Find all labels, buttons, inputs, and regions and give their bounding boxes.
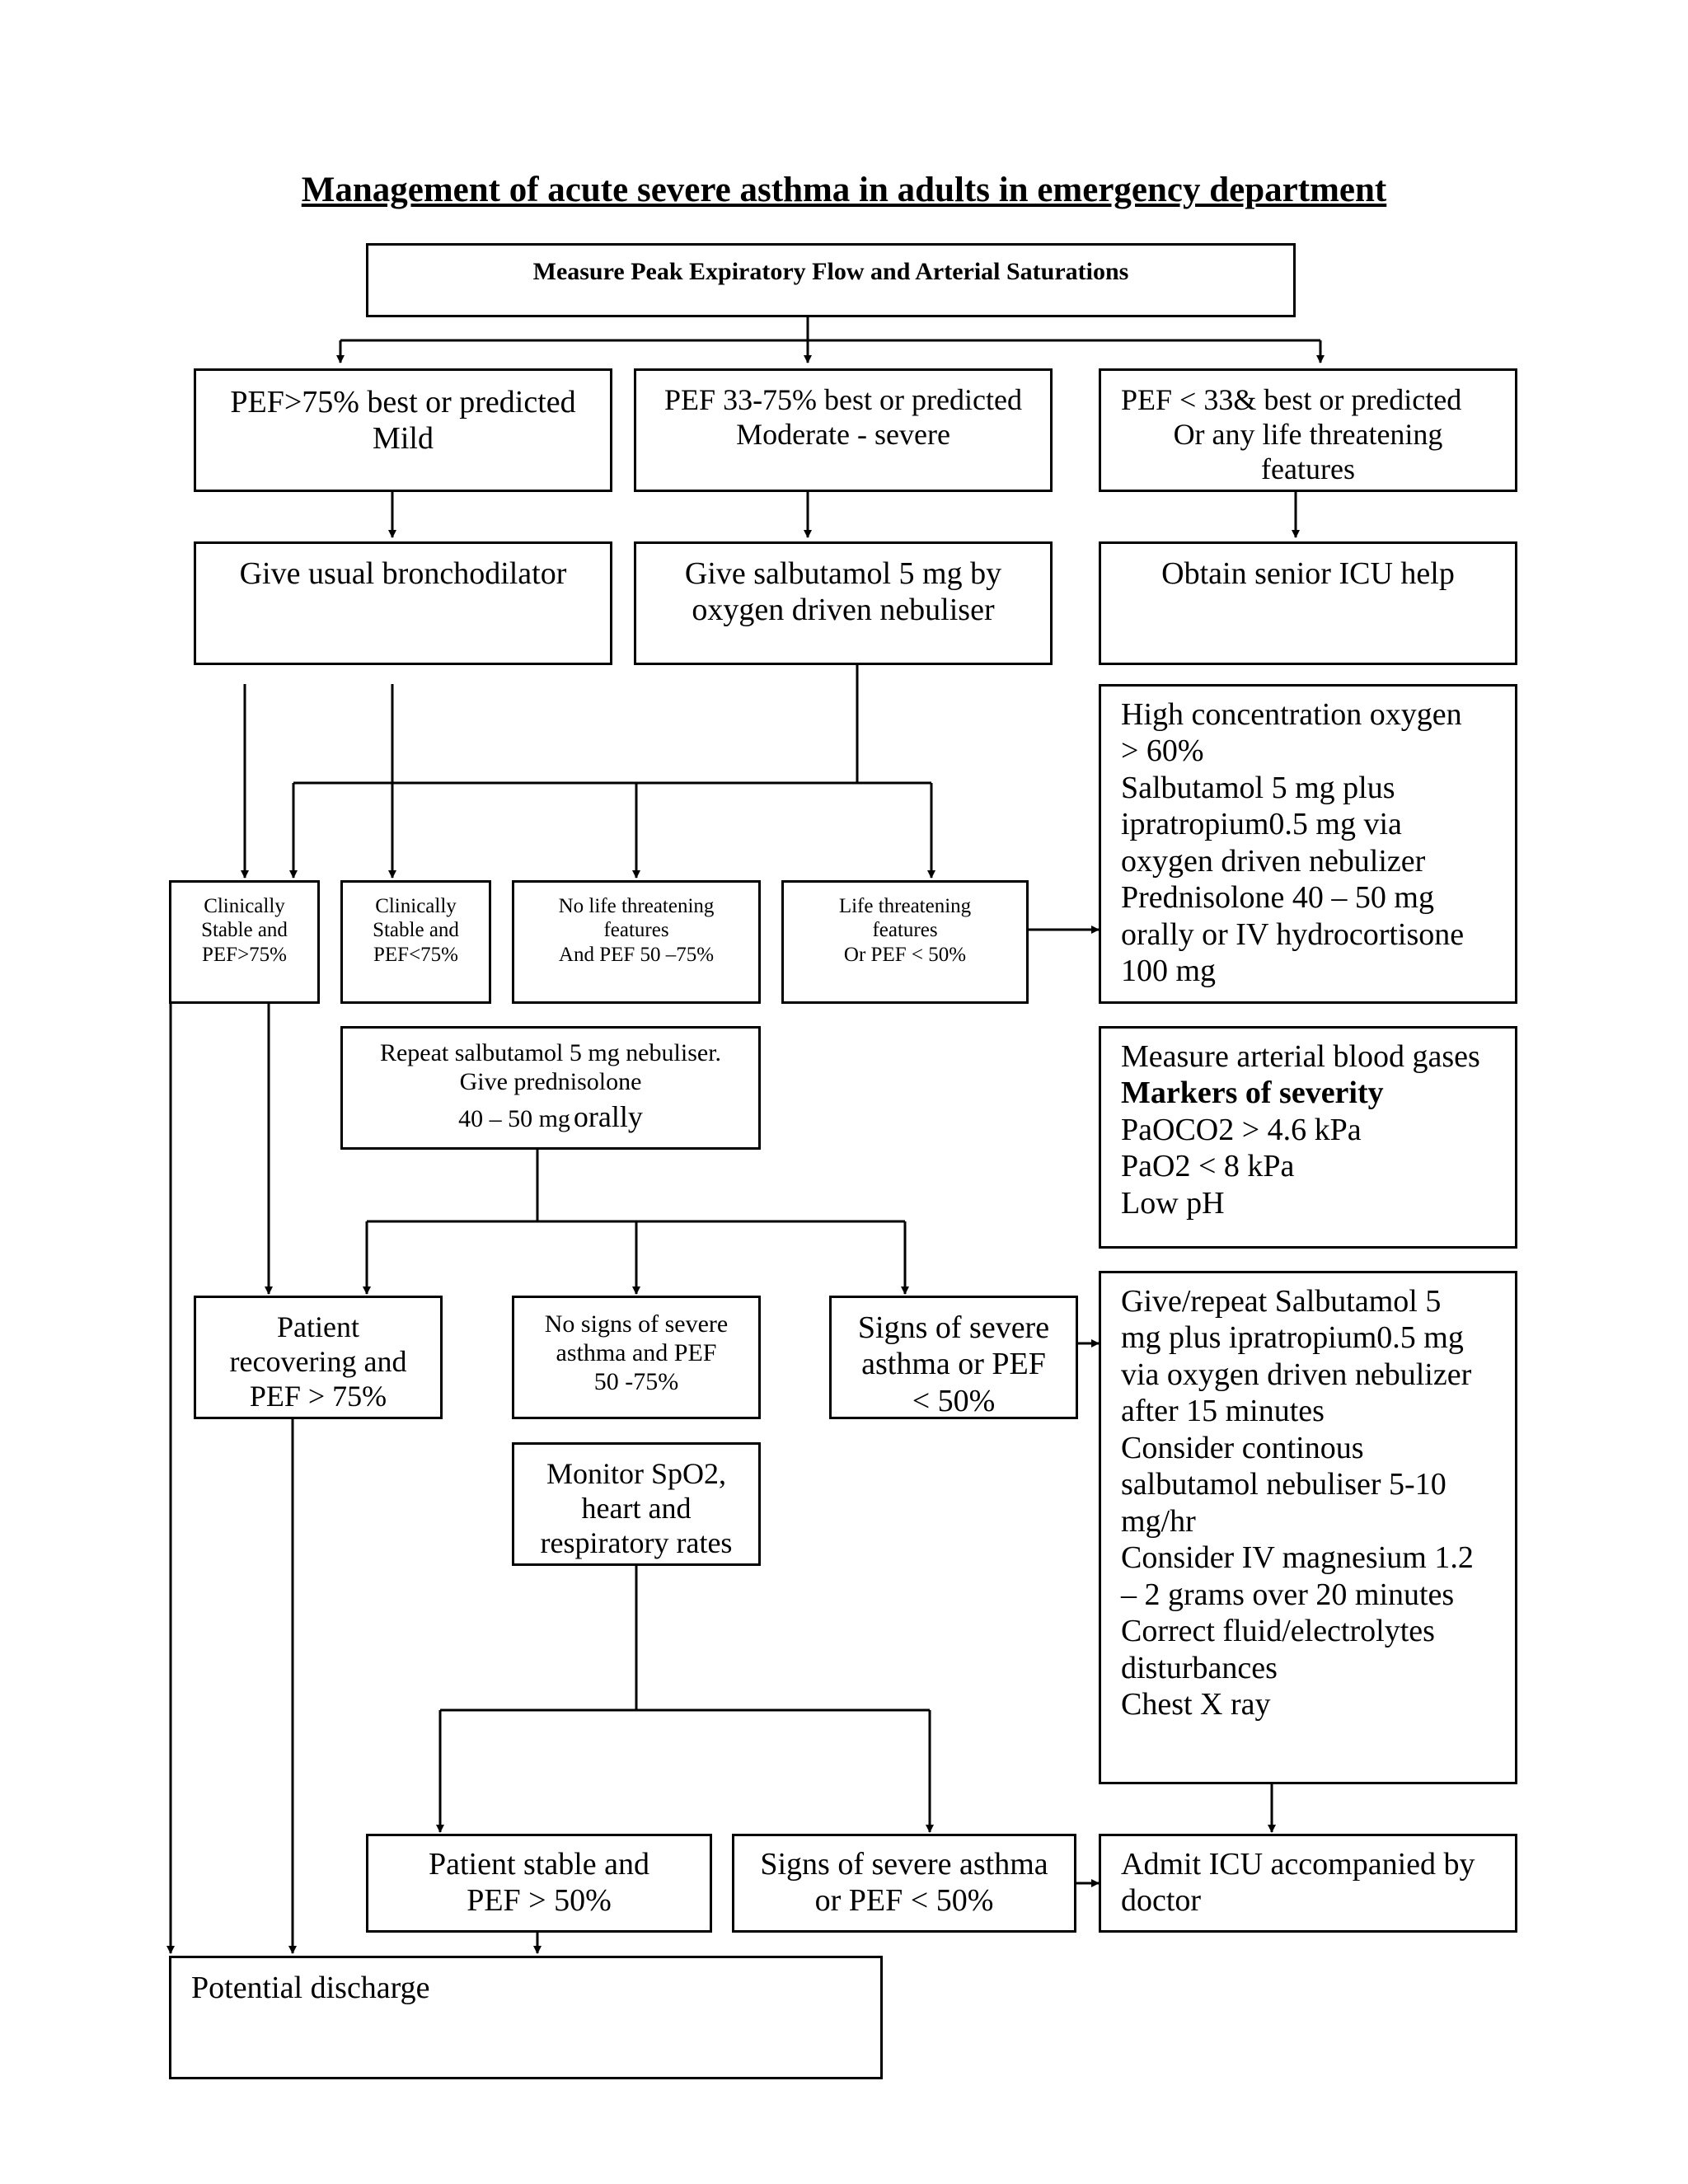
patient-stable-box: Patient stable and PEF > 50% (366, 1834, 712, 1933)
patient-recovering-box: Patient recovering and PEF > 75% (194, 1296, 443, 1419)
box-text: Signs of severe (857, 1310, 1050, 1345)
box-text: No life threatening (558, 895, 715, 917)
mild-box: PEF>75% best or predicted Mild (194, 368, 612, 492)
box-text: Admit ICU accompanied by (1121, 1847, 1475, 1882)
box-text: And PEF 50 –75% (558, 943, 715, 966)
box-text: Give/repeat Salbutamol 5 (1121, 1284, 1442, 1319)
monitor-box: Monitor SpO2, heart and respiratory rate… (512, 1442, 761, 1566)
box-text: via oxygen driven nebulizer (1121, 1357, 1472, 1392)
no-signs-severe-box: No signs of severe asthma and PEF 50 -75… (512, 1296, 761, 1419)
box-text: Signs of severe asthma (760, 1847, 1048, 1882)
box-text: < 50% (912, 1383, 996, 1418)
box-text: Repeat salbutamol 5 mg nebuliser. (379, 1039, 722, 1066)
severe-box: PEF < 33& best or predicted Or any life … (1099, 368, 1517, 492)
box-text: Or any life threatening (1173, 418, 1443, 452)
box-text: Potential discharge (191, 1971, 430, 2005)
box-text: Measure arterial blood gases (1121, 1039, 1480, 1074)
box-text: or PEF < 50% (814, 1883, 994, 1919)
box-text: Life threatening (838, 895, 972, 917)
box-text: No signs of severe (544, 1310, 729, 1338)
stable-lt75-box: Clinically Stable and PEF<75% (340, 880, 491, 1004)
box-text: ipratropium0.5 mg via (1121, 807, 1402, 842)
page-title: Management of acute severe asthma in adu… (301, 171, 1387, 209)
box-text: orally (573, 1100, 643, 1134)
give-salbutamol-box: Give salbutamol 5 mg by oxygen driven ne… (634, 541, 1053, 665)
box-text: PEF<75% (373, 943, 458, 966)
box-text: Obtain senior ICU help (1161, 556, 1455, 591)
box-text: features (872, 919, 938, 942)
box-text: features (603, 919, 669, 942)
box-text: mg plus ipratropium0.5 mg (1121, 1320, 1464, 1356)
obtain-icu-box: Obtain senior ICU help (1099, 541, 1517, 665)
box-text: asthma and PEF (556, 1339, 717, 1367)
box-text: Monitor SpO2, (546, 1457, 727, 1490)
box-text: PEF < 33& best or predicted (1121, 383, 1462, 416)
box-text: Consider IV magnesium 1.2 (1121, 1540, 1474, 1576)
box-text: Consider continous (1121, 1430, 1364, 1465)
box-text: > 60% (1121, 733, 1204, 769)
box-text: – 2 grams over 20 minutes (1121, 1577, 1455, 1612)
box-text: PEF > 50% (467, 1883, 612, 1919)
box-text: Markers of severity (1121, 1076, 1384, 1111)
box-text: High concentration oxygen (1121, 697, 1462, 732)
box-text: Give salbutamol 5 mg by (684, 556, 1002, 591)
box-text: oxygen driven nebuliser (692, 593, 995, 628)
abg-box: Measure arterial blood gases Markers of … (1099, 1026, 1517, 1249)
box-text: doctor (1121, 1883, 1202, 1919)
box-text: Stable and (201, 919, 288, 942)
box-text: salbutamol nebuliser 5-10 (1121, 1467, 1447, 1502)
box-text: Give prednisolone (459, 1068, 642, 1096)
box-text: asthma or PEF (861, 1347, 1046, 1382)
box-text: 100 mg (1121, 954, 1217, 989)
box-text: Mild (373, 421, 434, 457)
repeat-salbutamol-box: Repeat salbutamol 5 mg nebuliser. Give p… (340, 1026, 761, 1150)
signs-severe-box-2: Signs of severe asthma or PEF < 50% (732, 1834, 1076, 1933)
box-text: mg/hr (1121, 1503, 1196, 1539)
give-bronchodilator-box: Give usual bronchodilator (194, 541, 612, 665)
box-text: Chest X ray (1121, 1686, 1271, 1722)
box-text: orally or IV hydrocortisone (1121, 916, 1465, 952)
potential-discharge-box: Potential discharge (169, 1956, 883, 2079)
box-text: oxygen driven nebulizer (1121, 843, 1426, 879)
box-text: PEF 33-75% best or predicted (664, 383, 1022, 416)
box-text: after 15 minutes (1121, 1394, 1325, 1429)
box-text: respiratory rates (540, 1526, 733, 1560)
box-text: 40 – 50 mg (458, 1105, 570, 1133)
moderate-box: PEF 33-75% best or predicted Moderate - … (634, 368, 1053, 492)
box-text: Clinically (375, 895, 457, 917)
box-text: Give usual bronchodilator (239, 556, 567, 591)
box-text: PEF>75% (201, 943, 287, 966)
box-text: Moderate - severe (736, 418, 950, 452)
box-text: features (1261, 452, 1355, 486)
box-text: Clinically (204, 895, 285, 917)
life-threat-box: Life threatening features Or PEF < 50% (781, 880, 1029, 1004)
high-oxygen-box: High concentration oxygen > 60% Salbutam… (1099, 684, 1517, 1004)
box-text: recovering and (229, 1345, 407, 1379)
box-text: PaO2 < 8 kPa (1121, 1149, 1295, 1184)
box-text: Prednisolone 40 – 50 mg (1121, 880, 1434, 916)
signs-severe-box-1: Signs of severe asthma or PEF < 50% (829, 1296, 1078, 1419)
box-text: Or PEF < 50% (843, 943, 967, 966)
give-repeat-box: Give/repeat Salbutamol 5 mg plus ipratro… (1099, 1271, 1517, 1784)
box-text: Patient (277, 1310, 359, 1343)
box-text: Patient stable and (428, 1847, 650, 1882)
box-text: Low pH (1121, 1185, 1225, 1221)
box-text: 50 -75% (593, 1368, 679, 1396)
box-text: Measure Peak Expiratory Flow and Arteria… (532, 258, 1129, 285)
box-text: Correct fluid/electrolytes (1121, 1614, 1435, 1649)
admit-icu-box: Admit ICU accompanied by doctor (1099, 1834, 1517, 1933)
no-life-threat-box: No life threatening features And PEF 50 … (512, 880, 761, 1004)
box-text: PaOCO2 > 4.6 kPa (1121, 1112, 1362, 1147)
box-text: PEF > 75% (249, 1380, 387, 1413)
box-text: disturbances (1121, 1650, 1278, 1685)
measure-pef-box: Measure Peak Expiratory Flow and Arteria… (366, 243, 1296, 317)
box-text: PEF>75% best or predicted (230, 385, 576, 419)
box-text: heart and (581, 1492, 692, 1526)
stable-gt75-box: Clinically Stable and PEF>75% (169, 880, 320, 1004)
box-text: Stable and (373, 919, 459, 942)
box-text: Salbutamol 5 mg plus (1121, 770, 1395, 805)
